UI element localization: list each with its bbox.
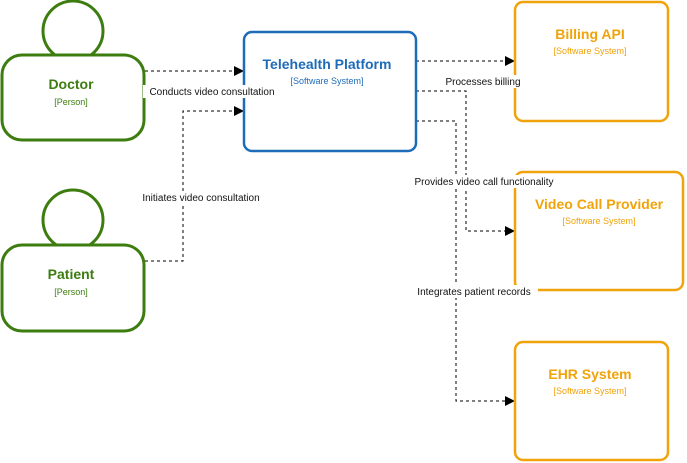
video-box [513,170,685,292]
platform-to-video-connector [416,90,515,236]
connectors [145,56,515,406]
patient-head-icon [41,188,105,252]
platform-video-label: Provides video call functionality [415,177,554,188]
patient-title: Patient [48,266,95,282]
ehr-system[interactable]: EHR System [Software System] [513,340,670,462]
platform-to-ehr-connector [416,120,515,406]
patient-body [0,243,146,333]
edge-labels: Conducts video consultation Initiates vi… [135,75,562,298]
patient-person[interactable]: Patient [Person] [0,188,146,333]
billing-box [513,0,670,123]
patient-platform-label: Initiates video consultation [142,193,259,204]
doctor-title: Doctor [48,76,94,92]
ehr-type: [Software System] [553,386,626,396]
doctor-head-icon [41,0,105,63]
platform-title: Telehealth Platform [263,56,392,72]
video-type: [Software System] [562,216,635,226]
doctor-person[interactable]: Doctor [Person] [0,0,146,142]
billing-api-system[interactable]: Billing API [Software System] [513,0,670,123]
patient-to-platform-connector [145,106,244,262]
ehr-title: EHR System [548,366,631,382]
ehr-box [513,340,670,462]
doctor-platform-label: Conducts video consultation [149,87,274,98]
doctor-type: [Person] [54,97,88,107]
platform-ehr-label: Integrates patient records [417,287,530,298]
billing-type: [Software System] [553,46,626,56]
billing-title: Billing API [555,26,624,42]
platform-type: [Software System] [290,76,363,86]
telehealth-platform-system[interactable]: Telehealth Platform [Software System] [242,30,418,153]
video-title: Video Call Provider [535,196,664,212]
patient-type: [Person] [54,287,88,297]
video-call-provider-system[interactable]: Video Call Provider [Software System] [513,170,685,292]
platform-billing-label: Processes billing [445,77,520,88]
